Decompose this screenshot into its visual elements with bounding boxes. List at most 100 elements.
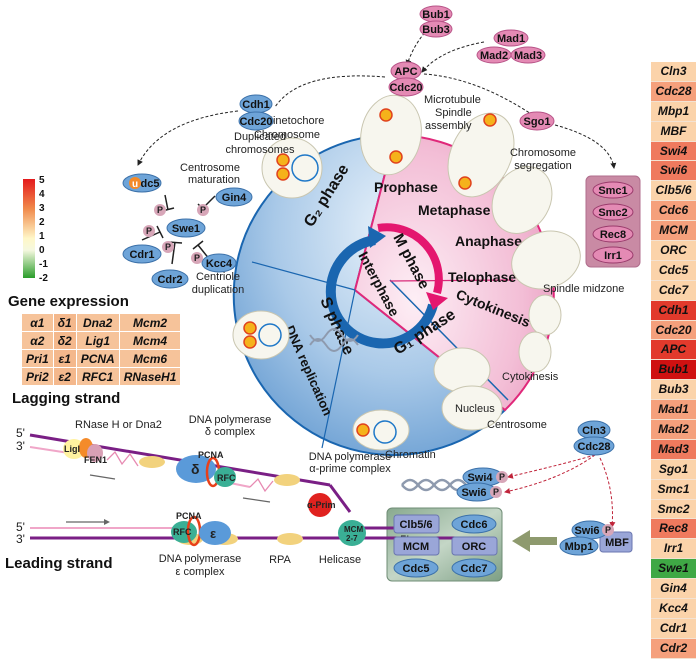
mad3-node: Mad3 <box>514 50 542 62</box>
gene-cell: ε1 <box>53 350 76 367</box>
gene-cell: α1 <box>22 314 53 331</box>
phospho-badge: P <box>499 472 505 482</box>
colorbar <box>23 179 35 278</box>
cdc28-node: Cdc28 <box>577 441 610 453</box>
bub1-node: Bub1 <box>422 9 450 21</box>
heatmap-cell: ORC <box>651 241 696 261</box>
mbp1-node: Mbp1 <box>565 541 594 553</box>
pol-delta-label-2: δ complex <box>205 426 256 438</box>
lag-3-prime: 3' <box>16 439 25 453</box>
gene-cell: ε2 <box>53 368 76 385</box>
big-arrow-icon <box>512 530 557 552</box>
assembly-label: assembly <box>425 120 472 132</box>
sgo1-node: Sgo1 <box>524 116 551 128</box>
heatmap-cell: Irr1 <box>651 539 696 560</box>
gene-expression-table: α1 δ1 Dna2 Mcm2 α2 δ2 Lig1 Mcm4 Pri1 ε1 … <box>21 313 181 386</box>
cdc20-apc-node: Cdc20 <box>389 82 422 94</box>
heatmap-cell: Smc2 <box>651 499 696 520</box>
heatmap-cell: Bub1 <box>651 360 696 381</box>
phospho-badge: P <box>200 205 206 215</box>
cdc20-node: Cdc20 <box>239 116 272 128</box>
annotation-labels: Kinetochore Chromosome Microtubule Spind… <box>180 94 624 461</box>
kinetochore-label: Kinetochore <box>266 115 325 127</box>
tick: 1 <box>39 231 45 242</box>
heatmap-cell: MCM <box>651 221 696 242</box>
bub3-node: Bub3 <box>422 24 450 36</box>
spindle-midzone-label: Spindle midzone <box>543 283 624 295</box>
heatmap-cell: MBF <box>651 121 696 142</box>
table-row: Pri2 ε2 RFC1 RNaseH1 <box>22 368 181 385</box>
cytokinesis-label: Cytokinesis <box>502 371 559 383</box>
prophase-label: Prophase <box>374 179 438 195</box>
heatmap-cell: APC <box>651 340 696 361</box>
heatmap-cell: Gin4 <box>651 579 696 600</box>
swi4-node: Swi4 <box>467 472 493 484</box>
microtubule-label: Microtubule <box>424 94 481 106</box>
cdc28-arrows <box>504 454 616 528</box>
heatmap-cell: Mbp1 <box>651 101 696 122</box>
heatmap-cell: Bub3 <box>651 380 696 401</box>
gene-cell: Mcm4 <box>119 332 181 349</box>
mad2-node: Mad2 <box>480 50 508 62</box>
gin4-node: Gin4 <box>222 192 247 204</box>
cdh1-node: Cdh1 <box>242 99 270 111</box>
gene-cell: δ2 <box>53 332 76 349</box>
rpa-label: RPA <box>269 554 291 566</box>
tick: -1 <box>39 259 48 270</box>
pol-alpha-label-1: DNA polymerase <box>309 451 392 463</box>
dna-helix-icon <box>309 328 359 352</box>
centriole-duplication-label-2: duplication <box>192 284 245 296</box>
colorbar-ticks: 5 4 3 2 1 0 -1 -2 <box>39 175 48 284</box>
chromatin-illustrations <box>258 154 397 444</box>
chromosome-segregation-label-2: segregation <box>514 160 572 172</box>
heatmap-cell: Swi6 <box>651 161 696 182</box>
replication-labels: 5' 3' RNase H or Dna2 LigI FEN1 DNA poly… <box>16 414 409 578</box>
fen1-label: FEN1 <box>84 455 107 465</box>
chromosomes-label: chromosomes <box>225 144 295 156</box>
rfc-label-lead: RFC <box>173 527 192 537</box>
heatmap-cell: Clb5/6 <box>651 181 696 202</box>
phospho-badge: P <box>194 253 200 263</box>
clb56-node: Clb5/6 <box>399 519 432 531</box>
epsilon-symbol: ε <box>210 526 216 541</box>
gene-cell: PCNA <box>76 350 119 367</box>
lead-3-prime: 3' <box>16 532 25 546</box>
heatmap-cell: Cdr1 <box>651 618 696 639</box>
heatmap-cell: Smc1 <box>651 479 696 500</box>
heatmap-cell: Cln3 <box>651 62 696 82</box>
smc1-node: Smc1 <box>598 185 627 197</box>
cdc5-target-node: Cdc5 <box>403 563 430 575</box>
cdc7-node: Cdc7 <box>461 563 488 575</box>
lead-5-prime: 5' <box>16 520 25 534</box>
rnase-label: RNase H or Dna2 <box>75 419 162 431</box>
pol-alpha-label-2: α-prime complex <box>309 463 391 475</box>
swe1-node: Swe1 <box>172 223 200 235</box>
mcm-label-2: 2-7 <box>346 534 358 543</box>
heatmap-cell: Cdh1 <box>651 300 696 321</box>
metaphase-label: Metaphase <box>418 202 491 218</box>
heatmap-cell: Cdc28 <box>651 81 696 102</box>
spindle-label: Spindle <box>435 107 472 119</box>
heatmap-cell: Swe1 <box>651 559 696 580</box>
centrosome-maturation-label-2: maturation <box>188 174 240 186</box>
pol-eps-label-2: ε complex <box>176 566 225 578</box>
phospho-badge: P <box>165 242 171 252</box>
gene-cell: Mcm6 <box>119 350 181 367</box>
heatmap-cell: Rec8 <box>651 519 696 540</box>
telophase-label: Telophase <box>448 269 516 285</box>
nucleus-label: Nucleus <box>455 403 495 415</box>
table-row: α1 δ1 Dna2 Mcm2 <box>22 314 181 331</box>
mbf-node: MBF <box>605 537 629 549</box>
gene-cell: RNaseH1 <box>119 368 181 385</box>
lag-5-prime: 5' <box>16 426 25 440</box>
heatmap-cell: Mad3 <box>651 439 696 460</box>
gene-cell: Dna2 <box>76 314 119 331</box>
centrosome-illustrations <box>243 108 497 437</box>
mcm-label-1: MCM <box>344 525 363 534</box>
lig-label: LigI <box>64 444 80 454</box>
cln3-node: Cln3 <box>582 425 606 437</box>
smc2-node: Smc2 <box>598 207 627 219</box>
chromosome-label: Chromosome <box>254 129 320 141</box>
gene-cell: Mcm2 <box>119 314 181 331</box>
